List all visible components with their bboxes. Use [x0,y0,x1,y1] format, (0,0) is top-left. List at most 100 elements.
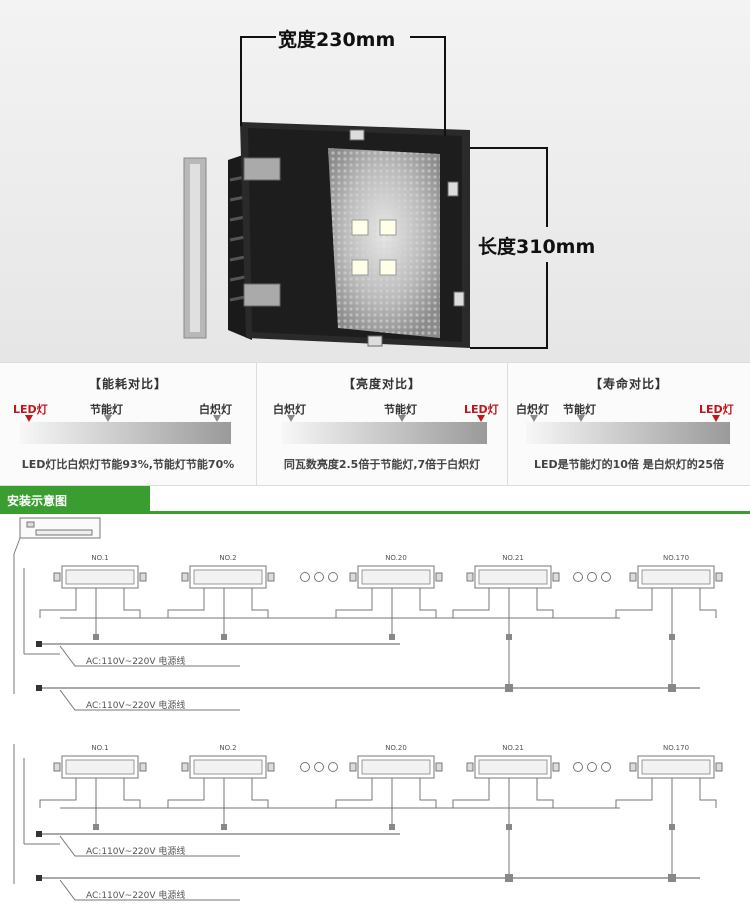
controller-box-icon [13,517,101,555]
unit-bracket-left [53,572,61,582]
power-label: AC:110V~220V 电源线 [86,845,185,857]
unit-cable [699,778,717,808]
callout-line [59,879,240,901]
unit-cable [167,588,205,618]
unit-cable [615,588,653,618]
unit-cable [39,588,77,618]
unit-label: NO.170 [663,554,689,562]
install-title: 安装示意图 [7,494,68,508]
unit-cable [419,778,437,808]
unit-bracket-left [181,762,189,772]
marker-incandescent-icon [287,415,295,422]
ellipsis-dots-icon [573,762,611,772]
comparison-bar [282,422,487,444]
power-label: AC:110V~220V 电源线 [86,655,185,667]
ellipsis-dot [314,762,324,772]
connector-icon [221,824,227,830]
unit-label: NO.2 [219,554,236,562]
panel-note: LED是节能灯的10倍 是白炽灯的25倍 [533,458,725,471]
unit-bracket-left [349,762,357,772]
marker-led-icon [477,415,485,422]
flood-light-unit-icon: NO.20 [335,744,443,830]
unit-cable [251,588,269,618]
marker-incandescent-icon [530,415,538,422]
unit-bracket-left [349,572,357,582]
controller-terminal [35,529,93,536]
unit-lens [478,569,548,585]
label-led: LED灯 [699,403,734,416]
unit-label: NO.170 [663,744,689,752]
connector-icon [669,634,675,640]
length-dim-top [470,147,548,149]
ellipsis-dots-icon [300,762,338,772]
unit-cable [39,778,77,808]
ellipsis-dot [328,762,338,772]
panel-note: 同瓦数亮度2.5倍于节能灯,7倍于白炽灯 [283,458,481,471]
plug-icon [36,831,42,837]
ellipsis-dot [573,762,583,772]
callout-line [59,645,240,667]
unit-bracket-right [139,762,147,772]
width-dim-left-tick [240,36,242,126]
flood-light-unit-icon: NO.2 [167,554,275,640]
unit-label: NO.20 [385,744,407,752]
label-cfl: 节能灯 [563,403,596,416]
flood-light-unit-icon: NO.170 [615,744,723,830]
unit-cable [167,778,205,808]
unit-label: NO.20 [385,554,407,562]
unit-cable [536,778,554,808]
flood-light-unit-icon: NO.20 [335,554,443,640]
panel-title: 【能耗对比】 [88,377,167,391]
unit-cable [419,588,437,618]
ellipsis-dot [587,572,597,582]
unit-lens [65,759,135,775]
unit-bracket-right [267,762,275,772]
unit-lens [193,569,263,585]
unit-lens [641,569,711,585]
unit-cable [452,778,490,808]
panel-title: 【亮度对比】 [342,377,421,391]
marker-led-icon [712,415,720,422]
unit-bracket-right [267,572,275,582]
plug-icon [36,685,42,691]
product-hero: 宽度230mm 长度310mm [0,0,750,362]
label-led: LED灯 [464,403,499,416]
ellipsis-dot [300,762,310,772]
unit-bracket-left [466,762,474,772]
unit-cable [536,588,554,618]
unit-lens [641,759,711,775]
flood-light-icon [183,122,470,348]
plug-icon [36,875,42,881]
energy-comparison-panel: 【能耗对比】 LED灯 节能灯 白炽灯 LED灯比白炽灯节能93%,节能灯节能7… [0,363,257,485]
comparison-bar [20,422,231,444]
unit-bracket-left [53,762,61,772]
flood-light-unit-icon: NO.2 [167,744,275,830]
connector-icon [221,634,227,640]
ellipsis-dot [300,572,310,582]
unit-lens [361,569,431,585]
label-incandescent: 白炽灯 [199,403,232,416]
plug-icon [36,641,42,647]
install-section-header: 安装示意图 [0,486,750,514]
ellipsis-dots-icon [573,572,611,582]
length-label: 长度310mm [478,236,596,258]
label-incandescent: 白炽灯 [516,403,549,416]
unit-lens [65,569,135,585]
connector-icon [93,634,99,640]
connector-icon [506,634,512,640]
connector-icon [668,684,676,692]
unit-lens [478,759,548,775]
connector-icon [669,824,675,830]
connector-icon [389,824,395,830]
unit-cable [251,778,269,808]
connector-icon [505,684,513,692]
ellipsis-dot [601,762,611,772]
controller-port [26,521,35,528]
unit-label: NO.1 [91,744,108,752]
unit-cable [452,588,490,618]
connector-icon [93,824,99,830]
label-led: LED灯 [13,403,48,416]
unit-bracket-right [552,762,560,772]
unit-bracket-right [715,572,723,582]
unit-cable [123,778,141,808]
